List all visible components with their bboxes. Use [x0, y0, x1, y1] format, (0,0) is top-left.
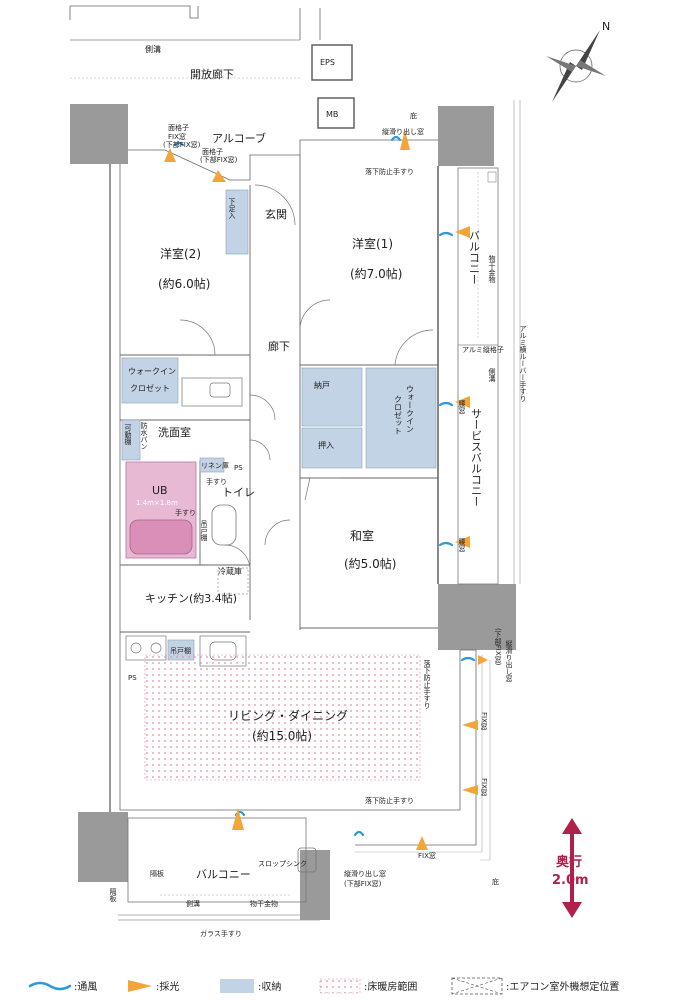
fix-window-left-label: 面格子: [168, 123, 189, 132]
vertical-window-bottom-label: 縦滑り出し窓: [344, 869, 386, 878]
ac-unit-legend-label: :エアコン室外機想定位置: [506, 980, 619, 993]
fridge-label: 冷蔵庫: [218, 566, 242, 576]
walkin2b-label: クロゼット: [394, 395, 403, 435]
toilet-label: トイレ: [222, 486, 255, 499]
partition-label-2: 隔板: [150, 869, 164, 878]
ps2-label: PS: [128, 674, 137, 682]
bottom-balcony: [118, 817, 320, 921]
linen-label: リネン庫: [201, 461, 229, 470]
hallway-label: 廊下: [268, 339, 290, 353]
balcony-right-label: バルコニー: [468, 230, 481, 285]
storage-areas: [121, 189, 437, 661]
north-label: N: [602, 20, 610, 33]
depth-value: 2.0m: [552, 873, 589, 888]
walkin1b-label: クロゼット: [130, 383, 170, 393]
living-name: リビング・ダイニング: [228, 708, 348, 723]
living-size: (約15.0帖): [252, 728, 312, 743]
service-balcony-label: サービスバルコニー: [470, 408, 483, 507]
fix-window-bottom-label: FIX窓: [418, 851, 436, 860]
fix-window-r2-label: FIX窓: [480, 778, 488, 796]
lighting-legend-label: :採光: [156, 980, 179, 993]
depth-title: 奥行: [556, 854, 582, 870]
alcove-label: アルコーブ: [212, 131, 266, 145]
lighting-legend-icon: [128, 980, 152, 992]
right-lower-area: [355, 649, 491, 861]
open-corridor-label: 開放廊下: [190, 67, 234, 81]
waist-window-label: 腰窓: [458, 400, 466, 414]
western1-size: (約7.0帖): [350, 266, 402, 281]
kitchen-label: キッチン(約3.4帖): [145, 591, 237, 605]
nando-label: 納戸: [314, 380, 330, 390]
ventilation-marks: [173, 135, 476, 837]
vertical-window-top-label: 縦滑り出し窓: [382, 127, 424, 136]
right-balcony: [457, 100, 521, 585]
fix-window-left2-label: FIX窓: [168, 132, 186, 141]
waist-window2-label: 腰窓: [458, 538, 466, 552]
glass-rail-label: ガラス手すり: [200, 929, 242, 938]
drying-rack-label: 物干金物: [488, 254, 496, 284]
hanging-cabinet-label: 吊戸棚: [200, 520, 208, 542]
ventilation-legend-label: :通風: [74, 981, 97, 993]
legend: [28, 977, 503, 995]
ventilation-legend-icon: [28, 981, 72, 991]
walkin2-label: ウォークイン: [406, 385, 415, 433]
ub-size-label: 1.4m×1.8m: [136, 499, 178, 507]
western1-name: 洋室(1): [352, 236, 393, 251]
oshiire-label: 押入: [318, 440, 334, 450]
fall-rail-top-label: 落下防止手すり: [365, 167, 414, 176]
partition-label: 隔板: [109, 887, 117, 903]
ub-label: UB: [152, 484, 168, 497]
eaves-top-label: 庇: [410, 111, 417, 120]
doors: [179, 184, 434, 571]
lower-fix-label: (下部FIX窓): [494, 628, 502, 666]
slop-sink-label: スロップシンク: [258, 860, 307, 868]
floor-heating-zone: [144, 654, 421, 781]
aluminum-lattice-label: アルミ縦格子: [462, 345, 504, 354]
waterproof-pan-label: 防水パン: [140, 421, 148, 450]
tatami-size: (約5.0帖): [344, 556, 396, 571]
gutter-right-label: 側溝: [488, 367, 496, 383]
gutter-bottom-label: 側溝: [186, 899, 200, 908]
north-compass: [546, 30, 606, 102]
ub-handrail-label: 手すり: [175, 508, 196, 517]
western2-name: 洋室(2): [160, 246, 201, 261]
fixtures: [125, 377, 249, 667]
ps1-label: PS: [234, 464, 243, 472]
washroom-label: 洗面室: [158, 425, 191, 439]
balcony-bottom-label: バルコニー: [196, 868, 251, 881]
aluminum-louver-label: アルミ横ルーバー手すり: [519, 325, 527, 402]
ac-unit-legend-icon: [451, 977, 503, 995]
floor-heating-legend-label: :床暖房範囲: [364, 980, 417, 993]
floor-heating-legend-icon: [319, 978, 361, 994]
top-building: [69, 5, 355, 129]
storage-legend-icon: [220, 979, 254, 993]
drying-rack-bottom-label: 物干金物: [250, 899, 278, 908]
walkin1-label: ウォークイン: [128, 367, 176, 376]
light-marks: [164, 130, 488, 850]
fix-window-r1-label: FIX窓: [480, 712, 488, 730]
fix-window-right2-label: (下部FIX窓): [200, 155, 238, 164]
fix-window-right-label: 面格子: [202, 147, 223, 156]
movable-shelf-label: 可動棚: [124, 424, 132, 446]
lower-fix-bottom-label: (下部FIX窓): [344, 879, 382, 888]
depth-arrow: [562, 818, 582, 918]
toilet-handrail-label: 手すり: [206, 477, 227, 486]
western2-size: (約6.0帖): [158, 276, 210, 291]
entrance-label: 玄関: [265, 207, 287, 221]
storage-legend-label: :収納: [258, 980, 281, 993]
tatami-name: 和室: [350, 528, 374, 543]
shoe-box-label: 下足入: [228, 198, 236, 219]
eps-label: EPS: [320, 58, 335, 67]
vertical-window-right-label: 縦滑り出し窓: [505, 639, 513, 682]
gutter-top-label: 側溝: [145, 44, 161, 54]
fall-rail-right-label: 落下防止手すり: [423, 659, 431, 709]
eaves-bottom-label: 庇: [492, 877, 499, 886]
mb-label: MB: [326, 110, 338, 119]
hanging-cabinet2-label: 吊戸棚: [170, 646, 191, 655]
fall-rail-bottom-label: 落下防止手すり: [365, 796, 414, 805]
fix-window-left3-label: (下部FIX窓): [163, 140, 201, 149]
